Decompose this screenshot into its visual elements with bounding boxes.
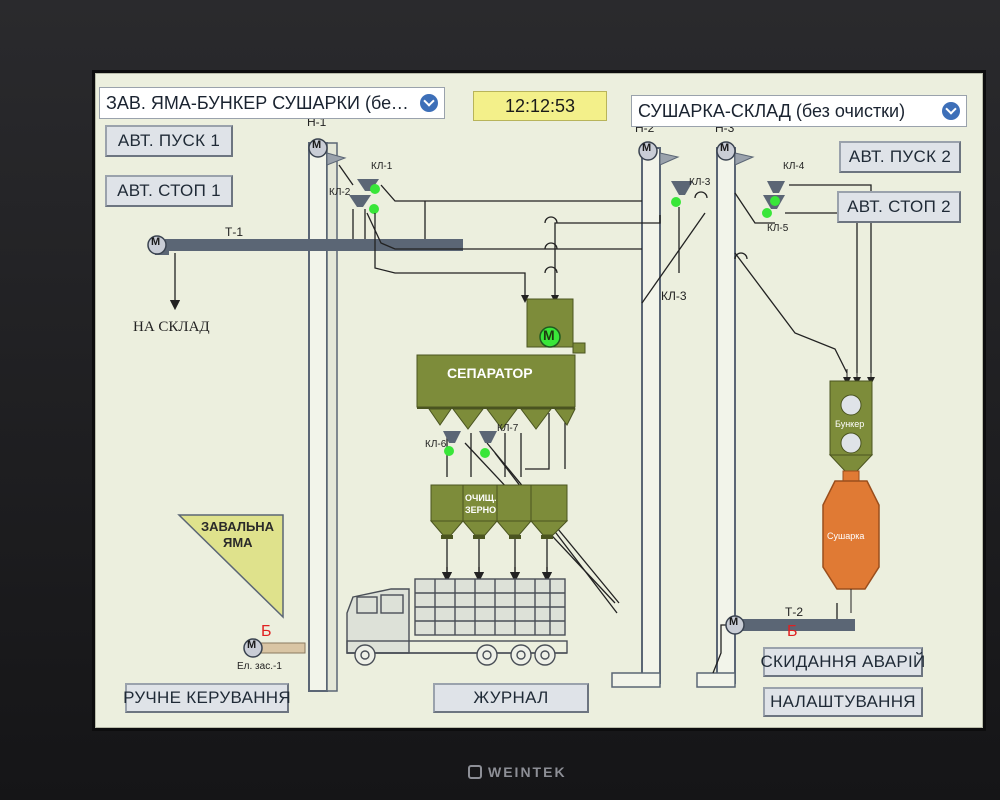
elevator-n2[interactable]	[611, 147, 680, 688]
label-kl6: КЛ-6	[425, 439, 447, 450]
route-select-left-value: ЗАВ. ЯМА-БУНКЕР СУШАРКИ (без о...	[106, 92, 414, 113]
label-pit-2: ЯМА	[223, 535, 253, 550]
valve-kl2[interactable]	[349, 195, 379, 214]
label-motor-gate: M	[247, 639, 257, 651]
valve-kl5[interactable]	[762, 195, 785, 218]
alarm-b-t2: Б	[787, 623, 798, 640]
auto-start-2-button[interactable]: АВТ. ПУСК 2	[839, 141, 961, 173]
label-kl5: КЛ-5	[767, 223, 789, 234]
process-diagram	[147, 138, 880, 692]
auto-stop-2-button[interactable]: АВТ. СТОП 2	[837, 191, 961, 223]
label-motor-t2: M	[729, 616, 739, 628]
valve-kl7[interactable]	[479, 431, 497, 458]
valve-kl1[interactable]	[357, 179, 380, 194]
motor-t1-icon[interactable]	[147, 235, 167, 255]
reset-alarms-button[interactable]: СКИДАННЯ АВАРІЙ	[760, 647, 925, 677]
dryer[interactable]	[822, 470, 880, 613]
motor-separator-icon[interactable]	[539, 326, 561, 348]
elevator-n1[interactable]	[308, 142, 347, 692]
dryer-bunker[interactable]	[828, 380, 874, 472]
label-separator: СЕПАРАТОР	[447, 365, 533, 381]
auto-start-1-button[interactable]: АВТ. ПУСК 1	[105, 125, 233, 157]
separator[interactable]	[416, 298, 586, 430]
alarm-b-gate: Б	[261, 623, 272, 640]
valve-kl3[interactable]	[671, 181, 693, 207]
valve-kl4[interactable]	[767, 181, 785, 193]
hmi-screen: Н-1 Н-2 Н-3 Т-1 Т-2 КЛ-1 КЛ-2 КЛ-3 КЛ-3 …	[92, 70, 986, 731]
brand-text: WEINTEK	[488, 764, 567, 780]
route-select-right[interactable]: СУШАРКА-СКЛАД (без очистки)	[631, 95, 967, 127]
label-kl2: КЛ-2	[329, 187, 351, 198]
label-motor-n2: M	[642, 142, 652, 154]
elevator-n3[interactable]	[696, 147, 755, 688]
valve-kl6[interactable]	[443, 431, 461, 456]
label-bunker: Бункер	[835, 419, 865, 429]
clock-display: 12:12:53	[473, 91, 607, 121]
label-motor-n1: M	[312, 139, 322, 151]
motor-n3-icon[interactable]	[716, 141, 736, 161]
clean-grain-bins[interactable]	[429, 484, 569, 539]
settings-button[interactable]: НАЛАШТУВАННЯ	[763, 687, 923, 717]
label-dryer: Сушарка	[827, 531, 865, 541]
chevron-down-icon[interactable]	[420, 94, 438, 112]
device-brand: WEINTEK	[468, 760, 588, 784]
intake-pit[interactable]	[177, 514, 284, 619]
manual-control-button[interactable]: РУЧНЕ КЕРУВАННЯ	[123, 683, 291, 713]
route-select-right-value: СУШАРКА-СКЛАД (без очистки)	[638, 100, 906, 121]
label-kl7: КЛ-7	[497, 423, 519, 434]
label-clean-grain-2: ЗЕРНО	[465, 505, 497, 515]
label-kl3: КЛ-3	[689, 177, 711, 188]
chevron-down-icon[interactable]	[942, 102, 960, 120]
motor-n2-icon[interactable]	[638, 141, 658, 161]
label-t2: Т-2	[785, 605, 803, 619]
label-pit-1: ЗАВАЛЬНА	[201, 519, 275, 534]
motor-t2-icon[interactable]	[725, 615, 745, 635]
label-clean-grain-1: ОЧИЩ.	[465, 493, 497, 503]
truck	[346, 578, 568, 666]
label-kl1: КЛ-1	[371, 161, 393, 172]
journal-button[interactable]: ЖУРНАЛ	[433, 683, 589, 713]
route-select-left[interactable]: ЗАВ. ЯМА-БУНКЕР СУШАРКИ (без о...	[99, 87, 445, 119]
label-to-warehouse: НА СКЛАД	[133, 319, 210, 335]
auto-stop-1-button[interactable]: АВТ. СТОП 1	[105, 175, 233, 207]
label-t1: Т-1	[225, 225, 243, 239]
label-kl3-line: КЛ-3	[661, 289, 687, 303]
motor-gate-icon[interactable]	[243, 638, 263, 658]
label-motor-n3: M	[720, 142, 730, 154]
gate-el1[interactable]	[260, 642, 306, 654]
label-kl4: КЛ-4	[783, 161, 805, 172]
label-motor-t1: M	[151, 236, 161, 248]
label-separator-motor: M	[543, 327, 555, 343]
label-el-gate: Ел. зас.-1	[237, 661, 282, 672]
brand-logo-icon	[468, 765, 482, 779]
motor-n1-icon[interactable]	[308, 138, 328, 158]
